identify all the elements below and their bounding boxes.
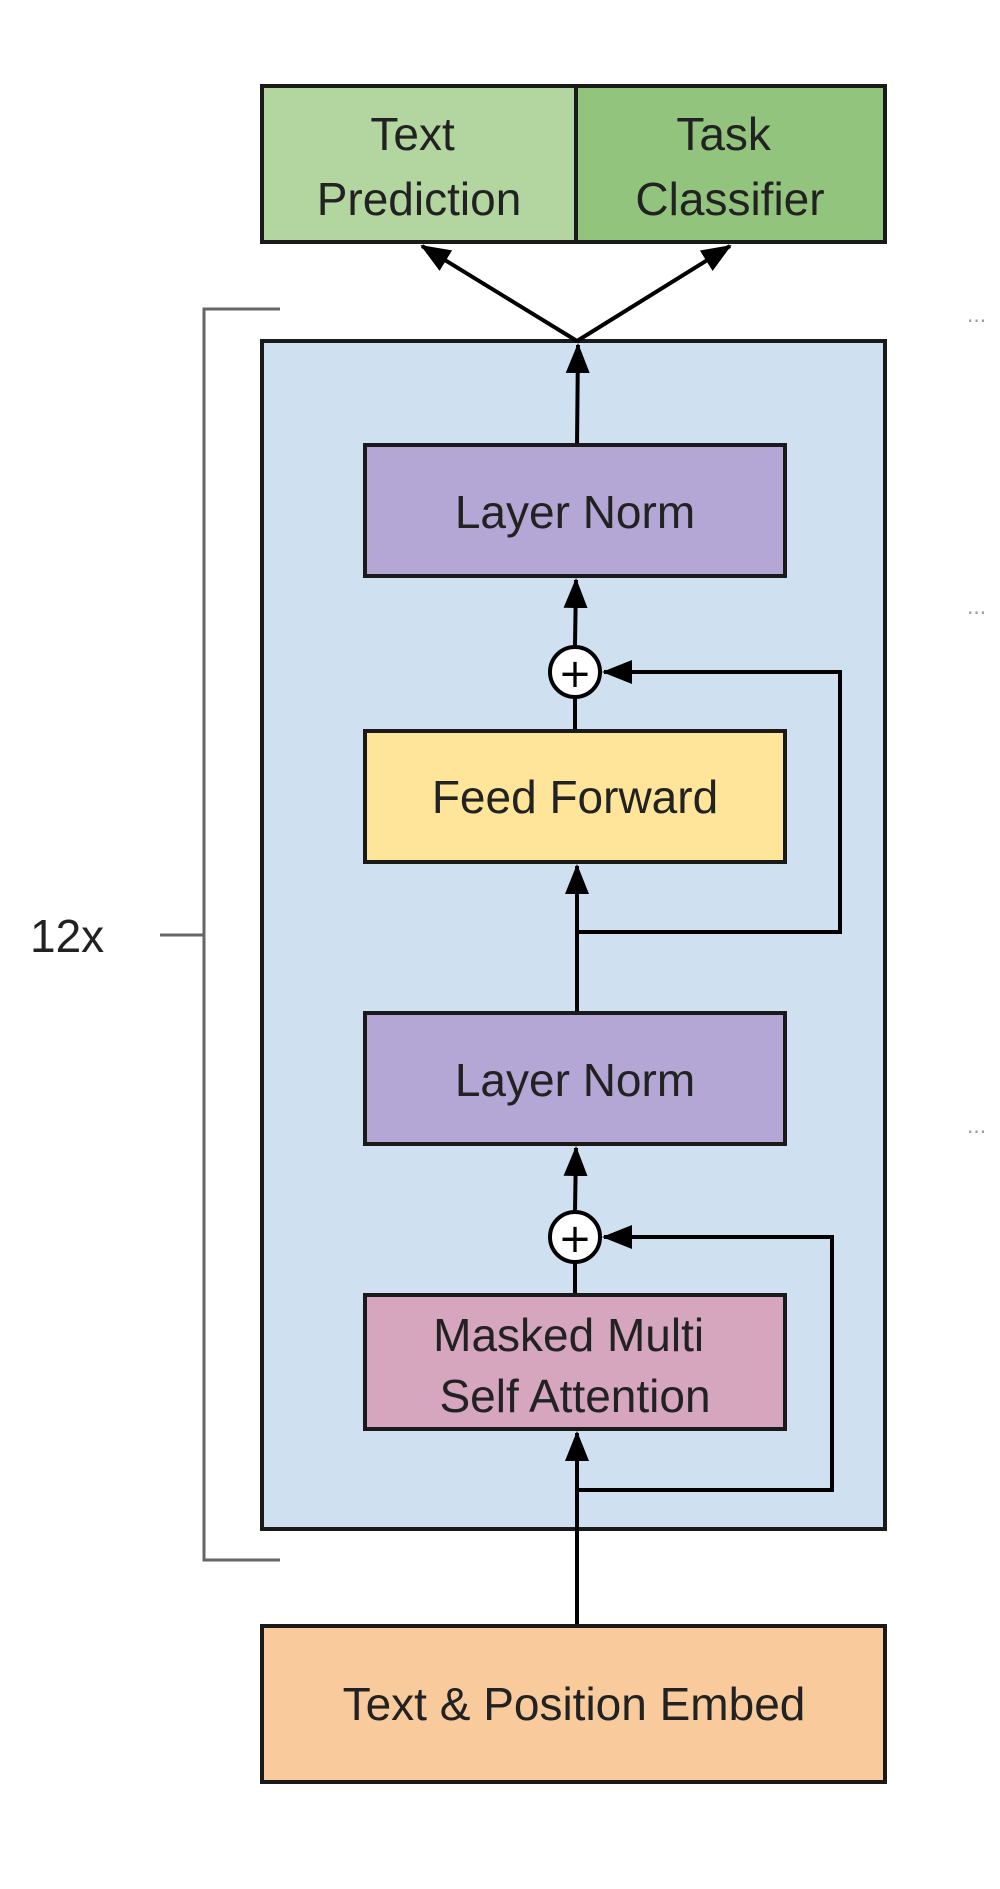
layer-norm-bottom-label: Layer Norm [455, 1054, 695, 1106]
text-position-embed-box [260, 1624, 887, 1784]
repeat-label: 12x [30, 910, 104, 962]
add-node-bottom-symbol: + [558, 1216, 592, 1262]
feed-forward-label: Feed Forward [432, 771, 718, 823]
margin-dots-3: ... [967, 1114, 986, 1138]
arrow-to-task-classifier [575, 244, 732, 343]
margin-dots-1: ... [967, 303, 986, 327]
text-prediction-label: Text Prediction [317, 108, 522, 225]
text-position-embed-label: Text & Position Embed [343, 1678, 806, 1730]
margin-dots-2: ... [967, 595, 986, 619]
layer-norm-top-label: Layer Norm [455, 486, 695, 538]
arrow-to-text-prediction [420, 244, 579, 343]
feed-forward-box [363, 729, 787, 864]
arrow-add-to-layer-norm-bottom [563, 1146, 588, 1212]
residual-feed-forward [577, 660, 842, 934]
masked-self-attention-box [363, 1293, 787, 1431]
masked-self-attention-label: Masked Multi Self Attention [433, 1309, 717, 1422]
task-classifier-label: Task Classifier [635, 108, 824, 225]
residual-attention [577, 1225, 834, 1492]
arrow-add-to-layer-norm-top [563, 578, 588, 646]
layer-norm-bottom-box [363, 1011, 787, 1146]
task-classifier-box [574, 84, 887, 244]
add-node-top-symbol: + [558, 651, 592, 697]
layer-norm-top-box [363, 443, 787, 578]
arrow-block-output [565, 343, 590, 446]
text-prediction-box [260, 84, 578, 244]
